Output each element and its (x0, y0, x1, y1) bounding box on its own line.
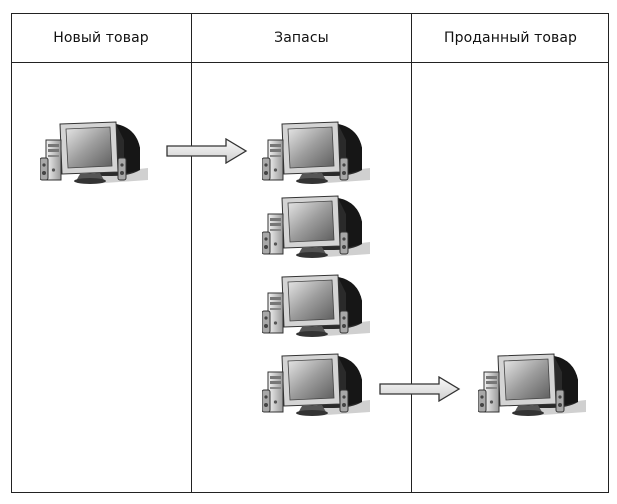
right-arrow-icon-to-inventory (166, 138, 248, 164)
computer-icon-new (40, 118, 150, 190)
right-arrow-icon-to-sold (379, 376, 461, 402)
column-divider-2 (411, 13, 412, 493)
column-header-new-goods: Новый товар (53, 29, 149, 46)
column-header-inventory: Запасы (274, 29, 329, 46)
computer-icon-inventory-1 (262, 118, 372, 190)
computer-icon-inventory-2 (262, 192, 372, 264)
column-header-sold-goods: Проданный товар (443, 29, 578, 46)
column-divider-1 (191, 13, 192, 493)
header-divider (11, 62, 609, 63)
computer-icon-sold (478, 350, 588, 422)
computer-icon-inventory-4 (262, 350, 372, 422)
computer-icon-inventory-3 (262, 271, 372, 343)
diagram-frame (11, 13, 609, 493)
